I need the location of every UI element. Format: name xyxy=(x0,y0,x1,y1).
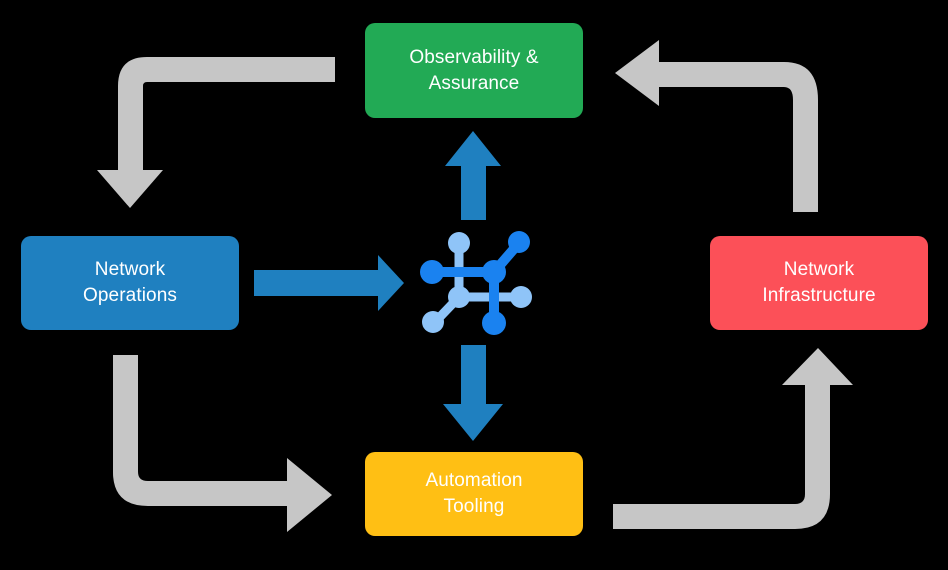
arrow-operations-to-automation-body xyxy=(113,355,332,532)
arrow-operations-to-automation xyxy=(113,355,330,528)
network-icon-nodes xyxy=(420,231,532,335)
arrow-center-to-automation xyxy=(443,345,503,441)
arrow-center-to-observability xyxy=(445,131,501,220)
node-label-observability: Observability & Assurance xyxy=(409,46,539,94)
arrow-infrastructure-to-observability xyxy=(615,40,818,212)
node-label-automation-tooling: Automation Tooling xyxy=(425,470,523,517)
node-label-network-operations: Network Operations xyxy=(83,259,177,306)
node-box-observability[interactable]: Observability & Assurance xyxy=(365,23,583,118)
node-box-automation-tooling[interactable]: Automation Tooling xyxy=(365,452,583,536)
arrow-automation-to-infrastructure xyxy=(613,348,853,529)
arrow-operations-to-center xyxy=(254,255,404,311)
node-box-network-operations[interactable]: Network Operations xyxy=(21,236,239,330)
network-icon-links xyxy=(429,238,526,327)
node-label-network-infrastructure: Network Infrastructure xyxy=(762,259,876,306)
node-box-network-infrastructure[interactable]: Network Infrastructure xyxy=(710,236,928,330)
arrow-observability-to-operations xyxy=(97,57,335,208)
